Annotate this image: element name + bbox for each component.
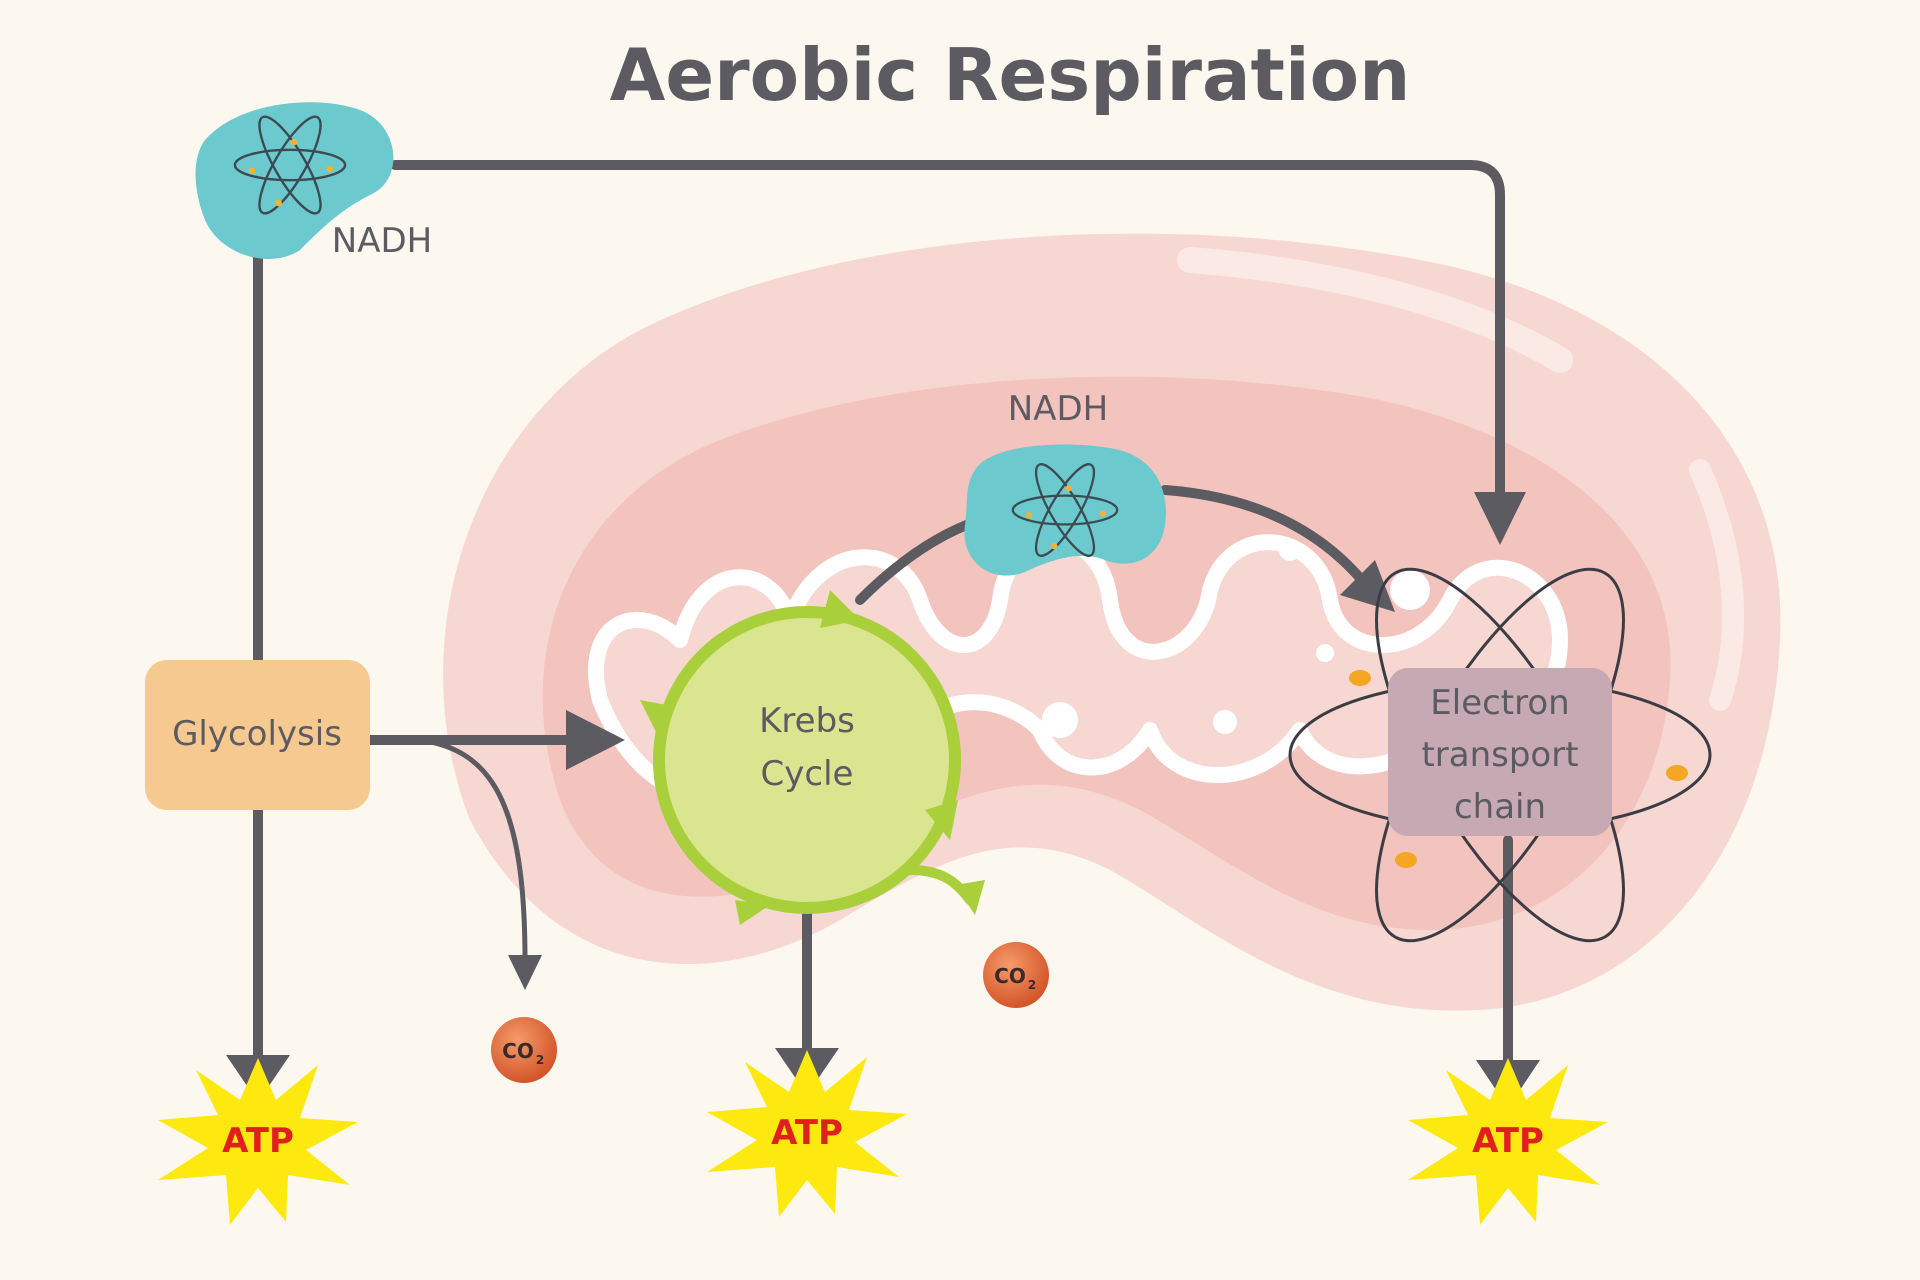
atp-label-right: ATP [1472, 1121, 1544, 1161]
co2-label-right: CO [994, 964, 1026, 988]
co2-circle-right [983, 942, 1049, 1008]
atp-label-left: ATP [222, 1121, 294, 1161]
electron-dot [1666, 765, 1688, 781]
nadh-molecule-middle [964, 444, 1166, 576]
arrow-nadh-to-etc-mid [1160, 485, 1375, 595]
krebs-label-line1: Krebs [759, 701, 855, 741]
etc-label-line1: Electron [1430, 683, 1569, 723]
etc-box [1388, 668, 1612, 836]
nadh-molecule-top [195, 102, 394, 259]
glycolysis-box [145, 660, 370, 810]
membrane-highlight-top [1177, 247, 1573, 373]
atp-star-middle [707, 1050, 907, 1217]
arrow-nadh-to-etc [390, 160, 1505, 515]
nadh-label-middle: NADH [1008, 389, 1108, 429]
diagram-title: Aerobic Respiration [610, 33, 1411, 117]
arrowhead-co2-left [508, 955, 542, 990]
krebs-ring-arrow [925, 800, 958, 840]
nadh-blob-middle [964, 444, 1166, 576]
matrix-granule [1316, 644, 1334, 662]
atp-star-left [158, 1058, 358, 1225]
krebs-ring-arrow [735, 900, 770, 925]
membrane-highlight-right [1689, 459, 1745, 711]
matrix-granule [1279, 539, 1301, 561]
arrowhead-krebs [566, 710, 625, 770]
atp-burst-left: ATP [158, 1058, 358, 1225]
etc-label-line3: chain [1454, 787, 1546, 827]
electron-dot [1349, 670, 1371, 686]
atp-burst-middle: ATP [707, 1050, 907, 1217]
matrix-granule [1213, 710, 1237, 734]
co2-label-left: CO [502, 1039, 534, 1063]
matrix-granule [1042, 702, 1078, 738]
arrow-glycolysis-to-co2 [417, 737, 528, 963]
electron-transport-chain [1288, 567, 1712, 943]
arrowhead-etc-top [1474, 492, 1526, 545]
co2-molecule-left: CO 2 [491, 1017, 557, 1083]
co2-circle-left [491, 1017, 557, 1083]
matrix-granule [1390, 570, 1430, 610]
etc-label-line2: transport [1421, 735, 1578, 775]
atp-star-right [1408, 1058, 1608, 1225]
nadh-label-top: NADH [332, 221, 432, 261]
co2-subscript-right: 2 [1028, 978, 1036, 992]
krebs-ring-arrow [640, 700, 672, 740]
krebs-cycle [640, 590, 985, 925]
mitochondrion [443, 233, 1781, 1011]
krebs-label-line2: Cycle [761, 754, 854, 794]
co2-molecule-right: CO 2 [983, 942, 1049, 1008]
krebs-to-co2-arrowhead [955, 880, 985, 915]
glycolysis-label: Glycolysis [172, 714, 342, 754]
krebs-cycle-circle [653, 606, 961, 914]
atp-label-middle: ATP [771, 1113, 843, 1153]
krebs-ring-arrow [820, 590, 860, 628]
atp-burst-right: ATP [1408, 1058, 1608, 1225]
arrowhead-etc-mid [1340, 560, 1395, 612]
co2-subscript-left: 2 [536, 1053, 544, 1067]
electron-dot [1395, 852, 1417, 868]
